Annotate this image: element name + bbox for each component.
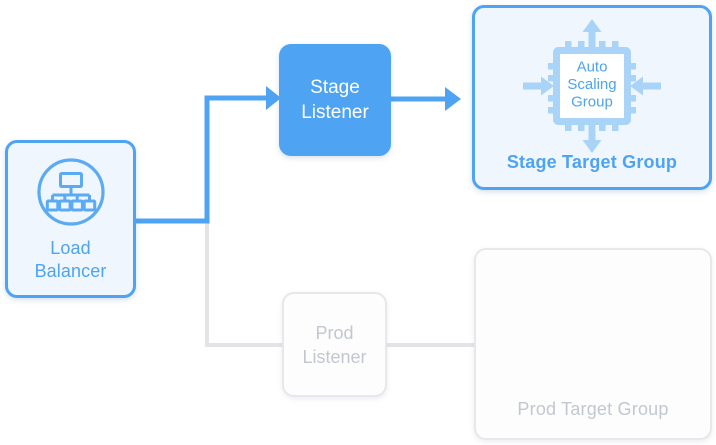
asg-icon-label-line2: Scaling (567, 76, 616, 93)
node-stage-listener[interactable]: Stage Listener (279, 44, 391, 156)
node-stage-target-group[interactable]: Auto Scaling Group Stage Target Group (472, 5, 712, 190)
prod-listener-label-line2: Listener (302, 346, 367, 367)
load-balancer-label: Load Balancer (35, 237, 107, 283)
load-balancer-label-line1: Load (50, 237, 91, 258)
arrowhead-into-stage-target-group (445, 87, 461, 111)
connector-lb-to-prod-listener (205, 222, 282, 347)
arrowhead-into-stage-listener (266, 86, 281, 110)
stage-listener-label: Stage Listener (301, 75, 369, 125)
prod-listener-label-line1: Prod (315, 322, 354, 343)
node-prod-target-group[interactable]: Prod Target Group (474, 248, 712, 440)
asg-icon-label-line1: Auto (577, 59, 608, 76)
load-balancer-label-line2: Balancer (34, 260, 107, 281)
prod-target-group-label: Prod Target Group (517, 399, 669, 419)
prod-listener-label: Prod Listener (302, 321, 366, 369)
node-load-balancer[interactable]: Load Balancer (5, 140, 136, 298)
asg-icon-label-line3: Group (571, 94, 613, 111)
stage-listener-label-line2: Listener (301, 102, 369, 123)
load-balancer-hierarchy-icon (35, 156, 107, 228)
connector-lb-to-stage-listener (136, 95, 268, 224)
auto-scaling-group-chip-icon: Auto Scaling Group (518, 16, 666, 156)
stage-listener-label-line1: Stage (310, 77, 360, 98)
stage-target-group-label: Stage Target Group (506, 152, 678, 172)
node-prod-listener[interactable]: Prod Listener (282, 292, 387, 397)
